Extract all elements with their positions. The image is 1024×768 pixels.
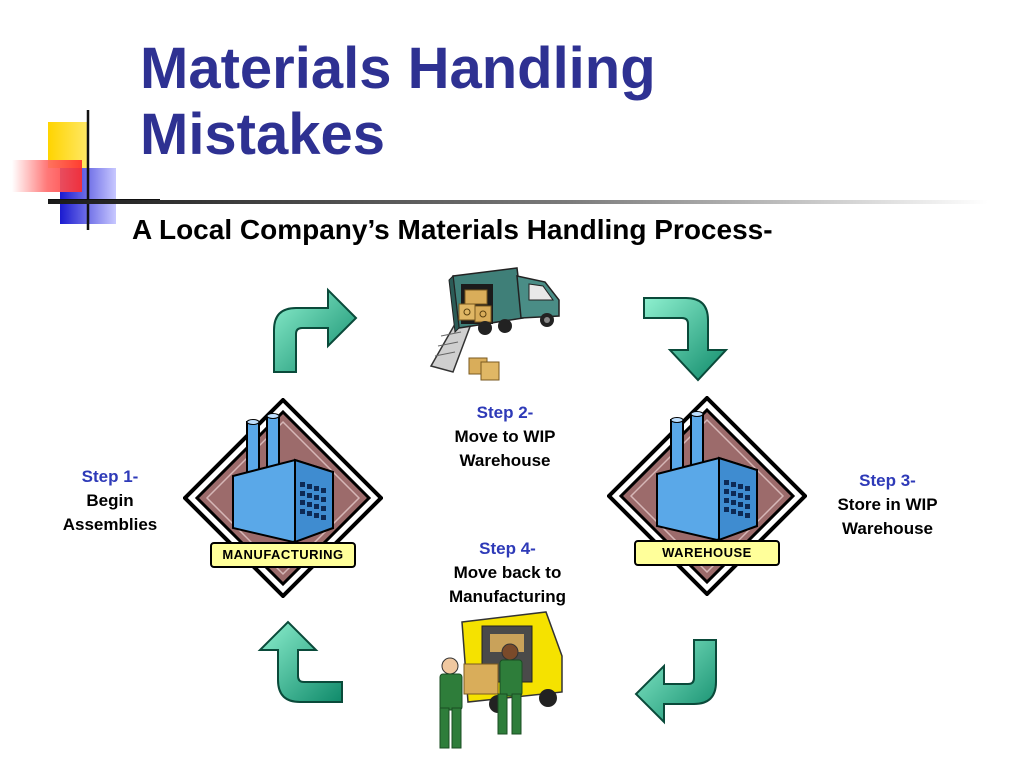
step-1-label: Step 1- Begin Assemblies bbox=[40, 465, 180, 537]
step-3-label: Step 3- Store in WIP Warehouse bbox=[815, 469, 960, 541]
warehouse-building: WAREHOUSE bbox=[607, 396, 807, 596]
step-2-description-line-1: Move to WIP bbox=[454, 427, 556, 446]
step-1-description-line-2: Assemblies bbox=[62, 515, 158, 534]
title-divider bbox=[48, 200, 988, 204]
step-3-number: Step 3- bbox=[859, 471, 916, 490]
delivery-truck-icon bbox=[429, 267, 560, 381]
curved-arrow-icon bbox=[257, 620, 343, 703]
manufacturing-building: MANUFACTURING bbox=[183, 398, 383, 598]
page-title: Materials Handling Mistakes bbox=[140, 36, 656, 168]
manufacturing-label: MANUFACTURING bbox=[210, 542, 356, 568]
step-4-description-line-1: Move back to bbox=[453, 563, 562, 582]
factory-icon bbox=[183, 398, 383, 598]
warehouse-label: WAREHOUSE bbox=[634, 540, 780, 566]
step-2-label: Step 2- Move to WIP Warehouse bbox=[425, 401, 585, 473]
step-3-description-line-1: Store in WIP bbox=[837, 495, 938, 514]
step-3-description-line-2: Warehouse bbox=[841, 519, 933, 538]
curved-arrow-icon bbox=[273, 287, 358, 373]
title-line-1: Materials Handling bbox=[140, 36, 656, 101]
movers-van-icon bbox=[439, 611, 563, 749]
warehouse-icon bbox=[607, 396, 807, 596]
step-4-description-line-2: Manufacturing bbox=[448, 587, 567, 606]
curved-arrow-icon bbox=[643, 297, 729, 382]
step-4-number: Step 4- bbox=[479, 539, 536, 558]
step-2-description-line-2: Warehouse bbox=[459, 451, 551, 470]
step-2-number: Step 2- bbox=[476, 403, 534, 422]
step-1-number: Step 1- bbox=[81, 467, 139, 486]
step-1-description-line-1: Begin bbox=[86, 491, 134, 510]
subtitle: A Local Company’s Materials Handling Pro… bbox=[132, 214, 773, 245]
step-4-label: Step 4- Move back to Manufacturing bbox=[425, 537, 590, 609]
title-line-2: Mistakes bbox=[140, 102, 386, 167]
curved-arrow-icon bbox=[634, 639, 717, 725]
